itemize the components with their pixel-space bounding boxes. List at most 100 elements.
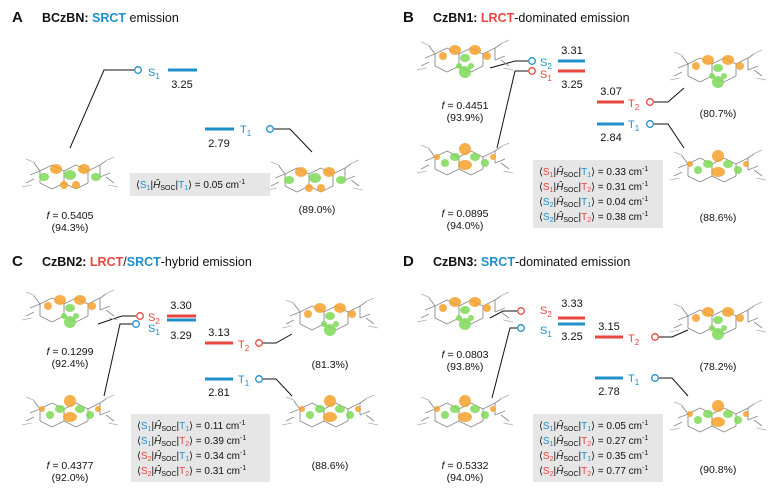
molecule-bond — [424, 305, 436, 311]
state-subscript: 1 — [635, 378, 640, 387]
state-symbol: T — [238, 339, 245, 351]
bra-subscript: 2 — [148, 456, 152, 463]
energy-value: 2.78 — [598, 386, 619, 398]
connector-line — [69, 69, 134, 149]
soc-operator: Ĥ — [556, 180, 564, 193]
orbital-lobe — [299, 406, 305, 412]
bracket: ⟨ — [137, 451, 141, 462]
bracket: | — [579, 421, 582, 432]
soc-matrix-element: ⟨S2|ĤSOC|T1⟩ = 0.35 cm-1 — [539, 449, 648, 463]
molecule-bond — [500, 394, 510, 400]
orbital-lobe — [721, 73, 727, 79]
ket-state: T — [179, 466, 185, 477]
connector-line — [274, 128, 313, 153]
connector-line — [263, 333, 293, 344]
soc-matrix-element: ⟨S2|ĤSOC|T2⟩ = 0.77 cm-1 — [539, 464, 648, 478]
bra-subscript: 1 — [550, 441, 554, 448]
connector-line — [263, 378, 293, 397]
orbital-lobe — [456, 315, 462, 321]
bra-state: S — [141, 421, 148, 432]
molecule-bond — [500, 142, 510, 148]
ket-state: T — [581, 436, 587, 447]
molecule-bond — [29, 303, 41, 309]
molecule-bond — [669, 427, 680, 431]
orbital-lobe — [449, 297, 461, 307]
panel-title: BCzBN: SRCT emission — [42, 11, 179, 25]
unit-exponent: -1 — [239, 420, 245, 427]
state-subscript: 1 — [547, 330, 552, 339]
ket-subscript: 1 — [185, 426, 189, 433]
orbital-lobe — [703, 410, 713, 418]
orbital-lobe — [709, 325, 715, 331]
molecule-bond — [677, 163, 689, 169]
molecule-orbital-icon — [266, 159, 364, 193]
connector-line — [489, 310, 517, 319]
bracket: ⟩ — [591, 436, 595, 447]
molecule-bond — [434, 168, 448, 176]
title-suffix: -hybrid emission — [161, 255, 252, 269]
orbital-lobe — [441, 411, 449, 419]
unit-exponent: -1 — [240, 450, 246, 457]
molecule-bond — [687, 425, 701, 433]
molecule-bond — [359, 398, 367, 404]
bra-state: S — [140, 180, 147, 191]
molecule-bond — [105, 176, 115, 184]
unit-exponent: -1 — [642, 465, 648, 472]
molecule-bond — [500, 162, 510, 170]
molecule-bond — [108, 184, 119, 188]
orbital-lobe — [86, 411, 94, 419]
bracket: ⟩ — [591, 421, 595, 432]
molecule-bond — [681, 307, 689, 317]
ket-state: T — [581, 421, 587, 432]
state-symbol: T — [240, 124, 247, 136]
unit-exponent: -1 — [642, 435, 648, 442]
state-subscript: 1 — [245, 379, 250, 388]
molecule-bond — [503, 170, 514, 174]
molecule-bond — [482, 150, 496, 158]
molecule-bond — [470, 168, 484, 176]
bracket: ⟩ — [189, 436, 193, 447]
orbital-lobe — [743, 411, 749, 417]
molecule-bond — [699, 425, 713, 433]
soc-value: = 0.05 cm — [595, 421, 642, 432]
orbital-lobe — [460, 306, 470, 314]
molecule-bond — [99, 172, 111, 178]
molecule-bond — [500, 291, 510, 297]
bra-state: S — [141, 436, 148, 447]
f-value: = 0.0895 — [444, 208, 488, 220]
state-symbol: S — [540, 305, 547, 317]
orbital-lobe — [692, 314, 700, 322]
molecule-bond — [669, 177, 680, 181]
bracket: | — [151, 436, 154, 447]
orbital-lobe — [469, 45, 481, 55]
orbital-lobe — [336, 176, 346, 184]
molecule-bond — [33, 162, 41, 172]
connector-node — [646, 120, 654, 128]
molecule-bond — [747, 305, 755, 311]
molecule-bond — [735, 407, 749, 415]
energy-value: 2.79 — [208, 138, 229, 150]
orbital-percentage: (90.8%) — [700, 464, 737, 476]
connector-node — [517, 324, 525, 332]
bra-state: S — [543, 182, 550, 193]
energy-value: 3.07 — [600, 86, 621, 98]
orbital-lobe — [333, 321, 339, 327]
soc-box — [533, 160, 663, 228]
orbital-lobe — [64, 316, 76, 328]
energy-value: 2.81 — [208, 387, 229, 399]
soc-subscript: SOC — [161, 456, 176, 463]
molecule-bond — [428, 45, 436, 55]
molecule-bond — [270, 181, 280, 187]
unit-exponent: -1 — [239, 179, 245, 186]
molecule-bond — [681, 155, 689, 165]
molecule-bond — [285, 319, 295, 325]
connector-line — [489, 60, 528, 69]
bra-subscript: 2 — [550, 456, 554, 463]
molecule-bond — [75, 420, 89, 428]
f-symbol: f — [441, 460, 445, 472]
state-subscript: 1 — [155, 72, 160, 81]
title-highlight: LRCT — [481, 11, 515, 25]
